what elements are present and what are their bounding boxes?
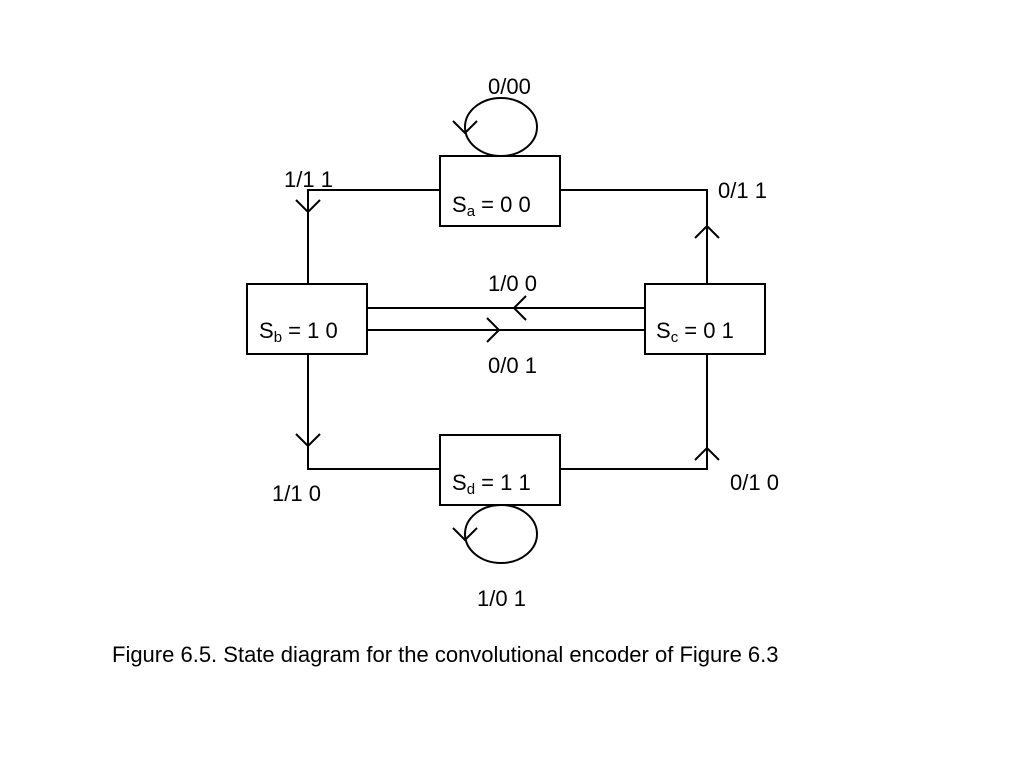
edge-sb-to-sd: [307, 354, 440, 470]
transition-label-sa-sa: 0/00: [488, 74, 531, 99]
svg-text:Sc = 0 1: Sc = 0 1: [656, 318, 734, 346]
state-sc: Sc = 0 1: [644, 283, 766, 355]
state-sb: Sb = 1 0: [246, 283, 368, 355]
transition-label-sc-sb: 1/0 0: [488, 271, 537, 296]
svg-text:Sd = 1 1: Sd = 1 1: [452, 470, 531, 498]
arrowhead-up-right-top: [694, 224, 720, 239]
self-loop-sa: [464, 97, 538, 157]
arrowhead-up-right-bottom: [694, 446, 720, 461]
edge-sd-to-sc: [560, 354, 708, 470]
transition-label-sb-sd: 1/1 0: [272, 481, 321, 506]
arrowhead-self-loop-sd: [452, 527, 478, 542]
state-sd: Sd = 1 1: [439, 434, 561, 506]
figure-caption: Figure 6.5. State diagram for the convol…: [112, 642, 779, 667]
arrowhead-down-left-bottom: [295, 433, 321, 448]
transition-label-sd-sd: 1/0 1: [477, 586, 526, 611]
arrowhead-down-left-top: [295, 199, 321, 214]
svg-text:Sa = 0 0: Sa = 0 0: [452, 192, 531, 220]
self-loop-sd: [464, 504, 538, 564]
transition-label-sa-sb: 1/1 1: [284, 167, 333, 192]
transition-label-sc-sa: 0/1 1: [718, 178, 767, 203]
edge-sc-to-sa: [560, 189, 708, 284]
arrowhead-self-loop-sa: [452, 120, 478, 135]
svg-text:Sb = 1 0: Sb = 1 0: [259, 318, 338, 346]
transition-label-sd-sc: 0/1 0: [730, 470, 779, 495]
edge-sa-to-sb: [307, 189, 440, 284]
arrowhead-left-middle: [512, 295, 527, 321]
transition-label-sb-sc: 0/0 1: [488, 353, 537, 378]
state-sa: Sa = 0 0: [439, 155, 561, 227]
arrowhead-right-middle: [486, 317, 501, 343]
